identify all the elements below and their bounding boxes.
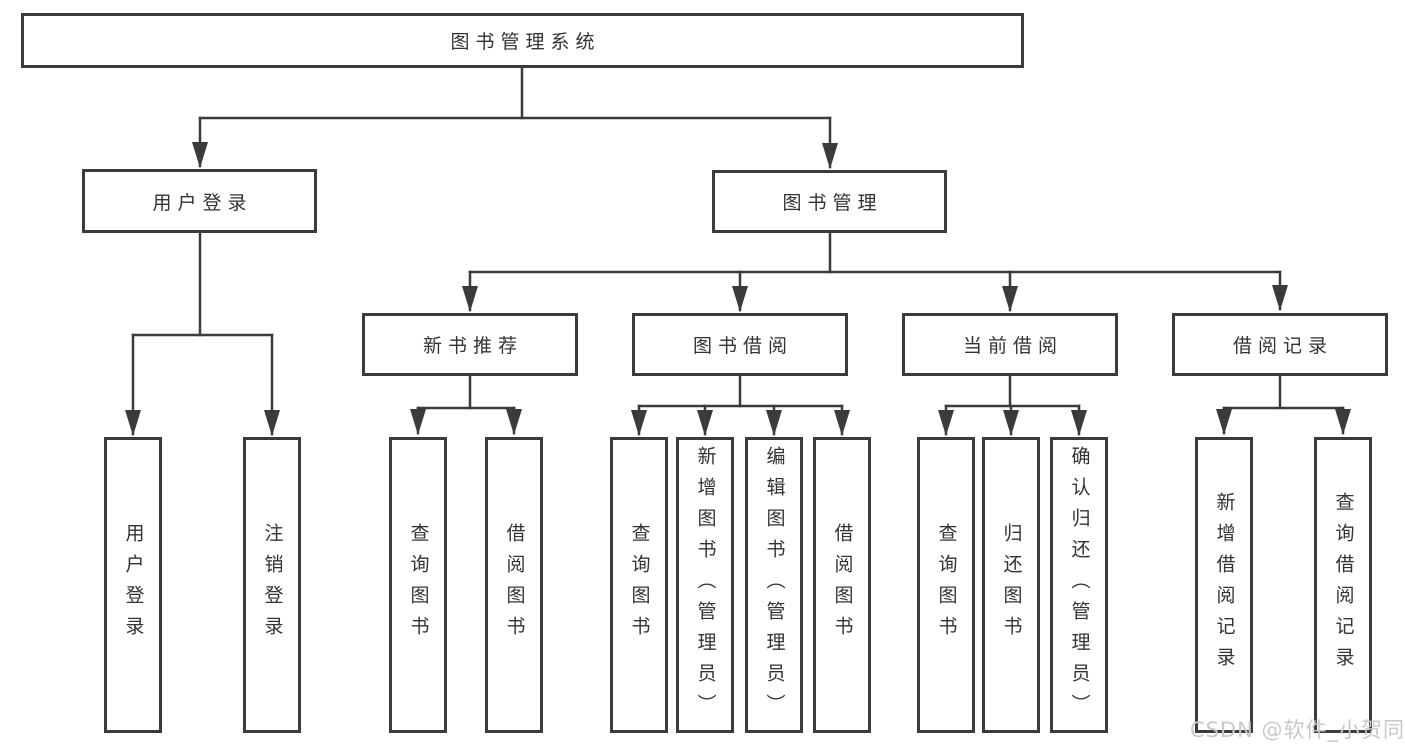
leaf-label: 编辑图书（管理员） bbox=[763, 445, 786, 725]
node-library-management-system: 图书管理系统 bbox=[21, 13, 1024, 68]
leaf-label: 查询图书 bbox=[935, 523, 958, 647]
leaf-borrow-books-recommend: 借阅图书 bbox=[485, 437, 543, 733]
leaf-label: 查询图书 bbox=[407, 523, 430, 647]
leaf-query-books-recommend: 查询图书 bbox=[389, 437, 447, 733]
leaf-label: 查询借阅记录 bbox=[1332, 492, 1355, 678]
leaf-borrow-books-borrowing: 借阅图书 bbox=[813, 437, 871, 733]
leaf-label: 新增借阅记录 bbox=[1213, 492, 1236, 678]
leaf-label: 注销登录 bbox=[261, 523, 284, 647]
node-label: 图书借阅 bbox=[692, 335, 793, 357]
leaf-label: 新增图书（管理员） bbox=[694, 445, 717, 725]
node-user-login: 用户登录 bbox=[82, 169, 317, 233]
leaf-query-books-borrowing: 查询图书 bbox=[610, 437, 668, 733]
node-label: 当前借阅 bbox=[962, 335, 1063, 357]
node-current-borrowing: 当前借阅 bbox=[902, 313, 1118, 376]
node-label: 借阅记录 bbox=[1232, 335, 1333, 357]
node-label: 图书管理 bbox=[782, 192, 883, 214]
node-borrowing-records: 借阅记录 bbox=[1172, 313, 1388, 376]
node-new-book-recommendation: 新书推荐 bbox=[362, 313, 578, 376]
leaf-edit-books-admin: 编辑图书（管理员） bbox=[745, 437, 803, 733]
leaf-label: 查询图书 bbox=[628, 523, 651, 647]
leaf-label: 借阅图书 bbox=[831, 523, 854, 647]
leaf-label: 确认归还（管理员） bbox=[1068, 445, 1091, 725]
leaf-label: 用户登录 bbox=[122, 523, 145, 647]
leaf-query-books-current: 查询图书 bbox=[917, 437, 975, 733]
node-label: 图书管理系统 bbox=[450, 31, 601, 53]
node-book-borrowing: 图书借阅 bbox=[632, 313, 848, 376]
node-book-management: 图书管理 bbox=[712, 170, 947, 233]
leaf-label: 归还图书 bbox=[1000, 523, 1023, 647]
leaf-user-login: 用户登录 bbox=[104, 437, 162, 733]
leaf-label: 借阅图书 bbox=[503, 523, 526, 647]
node-label: 新书推荐 bbox=[422, 335, 523, 357]
leaf-query-borrow-record: 查询借阅记录 bbox=[1314, 437, 1372, 733]
node-label: 用户登录 bbox=[152, 191, 253, 214]
leaf-confirm-return-admin: 确认归还（管理员） bbox=[1050, 437, 1108, 733]
leaf-add-borrow-record: 新增借阅记录 bbox=[1195, 437, 1253, 733]
leaf-return-books: 归还图书 bbox=[982, 437, 1040, 733]
leaf-logout: 注销登录 bbox=[243, 437, 301, 733]
leaf-add-books-admin: 新增图书（管理员） bbox=[676, 437, 734, 733]
watermark: CSDN @软件_小贺同学 bbox=[1190, 718, 1405, 742]
